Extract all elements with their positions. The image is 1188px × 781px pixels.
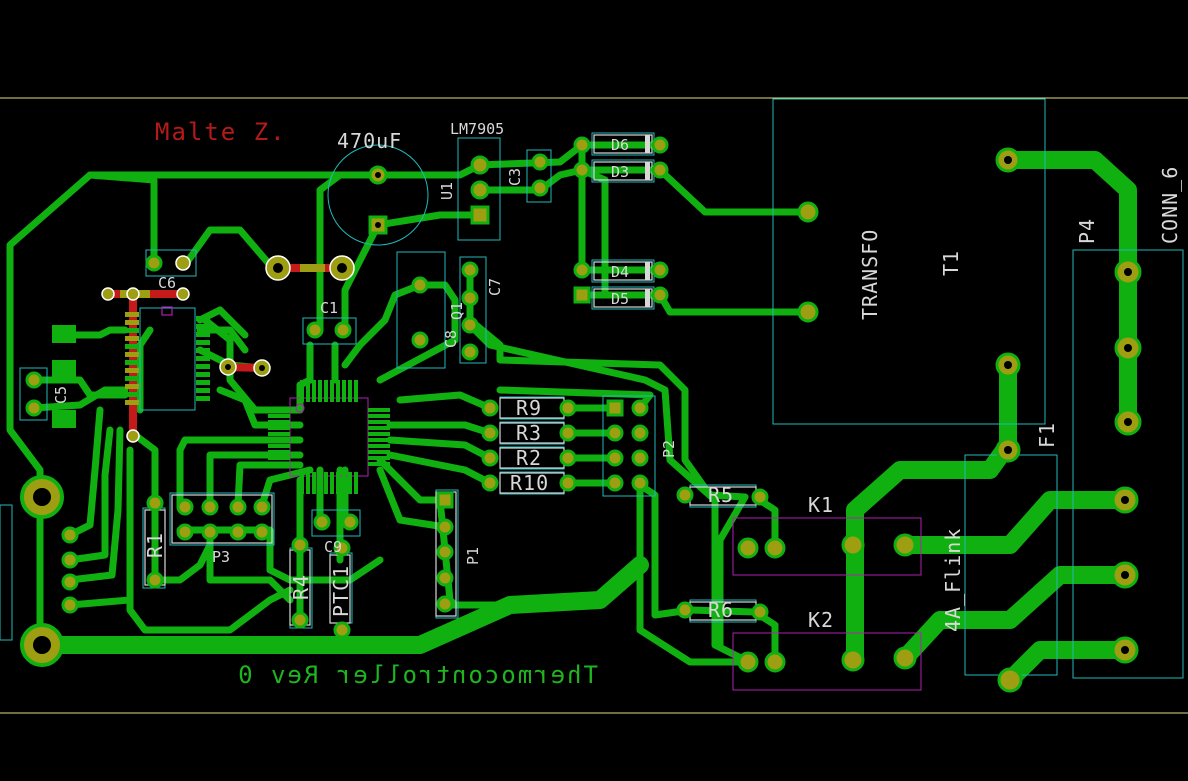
transfo-label: TRANSFO [858,229,882,320]
d4-label: D4 [611,263,629,281]
r1-label: R1 [143,532,167,558]
ptc1-label: PTC1 [329,565,353,617]
board-title-mirrored: Thermocontroller Rev 0 [236,661,598,689]
r2-label: R2 [516,446,542,470]
diode-bands [645,135,650,307]
c3-label: C3 [506,168,524,186]
r4-label: R4 [289,574,313,600]
through-hole-pads [25,136,1142,693]
pad-holes [375,156,1132,654]
p1-label: P1 [464,547,482,565]
p3-label: P3 [212,548,230,566]
ic2-marker [161,306,173,316]
r3-label: R3 [516,421,542,445]
fuse-label: 4A_Flink [941,528,965,632]
c5-label: C5 [52,386,70,404]
q1-label: Q1 [448,302,466,320]
r5-label: R5 [708,483,734,507]
conn6-label: CONN_6 [1158,166,1182,244]
c7-label: C7 [486,278,504,296]
regulator-label: LM7905 [450,120,504,138]
via-holes [225,263,347,371]
r9-label: R9 [516,396,542,420]
author-text: Malte Z. [155,118,287,146]
c6-label: C6 [158,274,176,292]
p2-label: P2 [660,440,678,458]
r6-label: R6 [708,598,734,622]
p4-label: P4 [1075,218,1099,244]
t1-label: T1 [939,250,963,276]
courtyard-outlines [289,397,922,691]
u1-label: U1 [438,182,456,200]
k2-label: K2 [808,608,834,632]
ic-pin1-marker [295,403,305,413]
c1-label: C1 [320,299,338,317]
f1-label: F1 [1035,422,1059,448]
soic-pad-overlay [125,312,139,405]
c9-label: C9 [324,538,342,556]
cap-value-label: 470uF [337,129,402,153]
c8-label: C8 [442,330,460,348]
vias [101,255,355,443]
d3-label: D3 [611,163,629,181]
ic-qfp-pads [268,380,390,494]
copper-traces-power [33,151,1137,689]
square-pads [368,205,624,509]
d5-label: D5 [611,290,629,308]
mounting-hole-centers [33,488,51,654]
d6-label: D6 [611,136,629,154]
k1-label: K1 [808,493,834,517]
r10-label: R10 [510,471,549,495]
